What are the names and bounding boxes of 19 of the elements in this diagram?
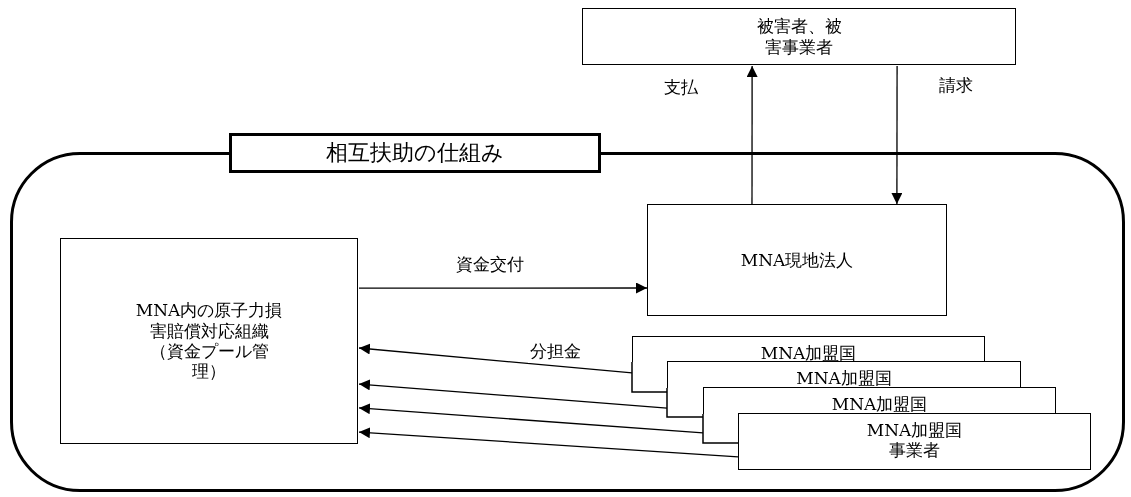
text-box: MNA現地法人 — [647, 204, 947, 316]
arrow — [358, 343, 633, 374]
edge-label: 資金交付 — [454, 253, 526, 276]
text-box: MNA加盟国 — [667, 361, 1021, 388]
arrow — [358, 379, 668, 409]
edge-label: 分担金 — [528, 340, 583, 363]
heading-box: 相互扶助の仕組み — [229, 133, 601, 173]
arrow — [358, 282, 648, 294]
arrow — [891, 65, 903, 205]
text-box: MNA加盟国事業者 — [738, 413, 1091, 470]
edge-label: 請求 — [937, 74, 975, 97]
arrow — [746, 65, 758, 205]
edge-label: 支払 — [662, 76, 700, 99]
text-box: 被害者、被害事業者 — [582, 8, 1016, 65]
text-box: MNA加盟国 — [632, 336, 985, 362]
text-box: MNA内の原子力損害賠償対応組織（資金プール管理） — [60, 238, 358, 444]
text-box: MNA加盟国 — [703, 387, 1056, 414]
arrow — [358, 403, 704, 434]
arrow — [358, 427, 739, 458]
